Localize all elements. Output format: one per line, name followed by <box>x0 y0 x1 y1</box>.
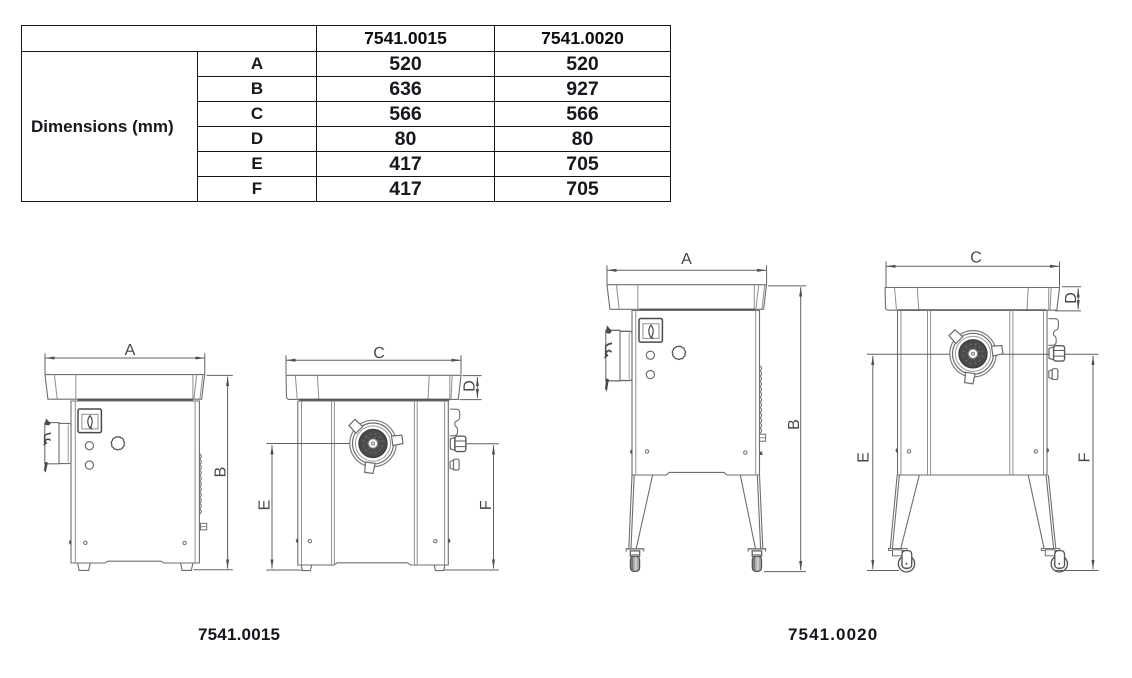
svg-text:F: F <box>1077 452 1094 462</box>
svg-text:C: C <box>373 345 385 362</box>
svg-text:D: D <box>1063 292 1080 304</box>
svg-text:B: B <box>213 467 230 478</box>
svg-text:A: A <box>125 342 136 359</box>
svg-text:B: B <box>786 419 803 430</box>
svg-text:A: A <box>681 251 692 268</box>
svg-text:E: E <box>856 452 873 463</box>
svg-text:F: F <box>478 500 495 510</box>
svg-text:C: C <box>970 250 982 267</box>
svg-text:E: E <box>256 500 273 511</box>
svg-text:D: D <box>462 380 479 392</box>
